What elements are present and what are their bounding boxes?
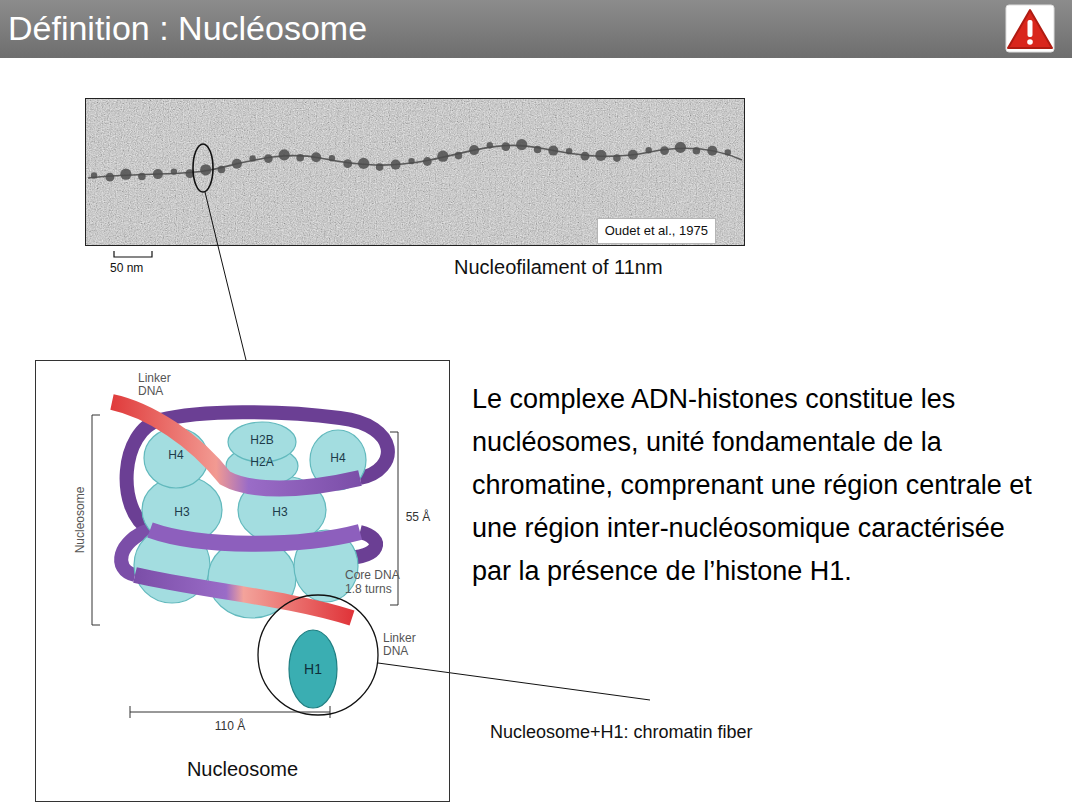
dimension-label: 55 Å <box>406 510 431 524</box>
bead <box>264 154 273 163</box>
dna-front-linker <box>112 402 360 489</box>
connector <box>218 246 246 360</box>
bead <box>391 160 401 170</box>
bead <box>249 155 255 161</box>
warning-dot <box>1027 39 1033 45</box>
bead <box>218 166 226 174</box>
dimension-label: 110 Å <box>215 719 245 733</box>
scale-label: 50 nm <box>110 261 143 275</box>
histone-outline <box>289 630 337 708</box>
bead <box>455 152 463 160</box>
bead <box>487 142 493 148</box>
bead <box>376 163 384 171</box>
bead <box>469 145 479 155</box>
bead <box>566 148 572 154</box>
figure-caption: Nucleofilament of 11nm <box>454 255 663 279</box>
bead <box>581 152 590 161</box>
bead <box>106 173 115 182</box>
highlight-circle <box>258 595 378 715</box>
bead <box>91 172 97 178</box>
slide-title: Définition : Nucléosome <box>8 8 367 48</box>
bead <box>153 169 163 179</box>
warning-icon-ground <box>1006 5 1054 52</box>
citation-text: Oudet et al., 1975 <box>605 223 708 239</box>
nucleofilament <box>88 145 742 178</box>
dna-front-linker <box>135 575 352 618</box>
bead <box>408 158 414 164</box>
bead <box>613 154 621 162</box>
histone-name: H3 <box>272 505 287 519</box>
bead <box>548 146 558 156</box>
bracket-label: Nucleosome <box>73 487 87 554</box>
bead <box>534 146 542 154</box>
bead <box>120 169 131 180</box>
bead <box>423 157 432 166</box>
bead <box>171 168 177 174</box>
callout-text: Nucleosome+H1: chromatin fiber <box>490 722 753 744</box>
bead <box>628 150 638 160</box>
bead <box>329 155 335 161</box>
bead <box>296 154 304 162</box>
bead <box>725 149 731 155</box>
histone-octamer <box>134 422 366 618</box>
bead <box>707 146 717 156</box>
histone-name: H3 <box>174 505 189 519</box>
micrograph-panel: Nucleofilament of 11nmOudet et al., 1975 <box>85 98 745 246</box>
histone-name: H2A <box>250 455 273 469</box>
bead <box>595 150 606 161</box>
bead <box>693 147 701 155</box>
histone-name: H2B <box>250 433 273 447</box>
bead <box>343 159 352 168</box>
citation-box: Oudet et al., 1975 <box>597 218 716 244</box>
bead <box>516 139 527 150</box>
bead <box>660 146 669 155</box>
nucleosome-bracket <box>92 415 100 625</box>
title-bar <box>0 0 1072 58</box>
leader-line <box>378 663 650 700</box>
bead <box>200 164 211 175</box>
bead <box>437 151 448 162</box>
warning-mark <box>1028 20 1033 37</box>
bead <box>311 152 321 162</box>
bead <box>675 142 686 153</box>
inset-caption: Nucleosome <box>36 757 449 781</box>
bead <box>358 158 369 169</box>
histone-name: H4 <box>168 448 183 462</box>
scale-bar <box>114 251 152 257</box>
histone-h1: H1 <box>288 629 338 709</box>
histone-name: H4 <box>330 451 345 465</box>
selection-ellipse <box>193 144 213 192</box>
part-label: Core DNA 1.8 turns <box>345 568 405 596</box>
bead <box>138 173 146 181</box>
bead <box>279 149 290 160</box>
dna-front <box>150 530 360 544</box>
bead <box>646 147 652 153</box>
nucleosome-beads <box>91 139 731 182</box>
zoom-line <box>205 192 218 246</box>
part-label: Linker DNA <box>138 372 178 398</box>
part-label: Linker DNA <box>383 632 423 658</box>
histone-name: H1 <box>304 661 322 678</box>
bead <box>232 159 242 169</box>
definition-text: Le complexe ADN-histones constitue les n… <box>472 378 1037 593</box>
warning-triangle <box>1008 10 1052 48</box>
micrograph-ground <box>85 98 745 246</box>
bead <box>501 142 510 151</box>
micrograph-grain <box>85 98 745 246</box>
